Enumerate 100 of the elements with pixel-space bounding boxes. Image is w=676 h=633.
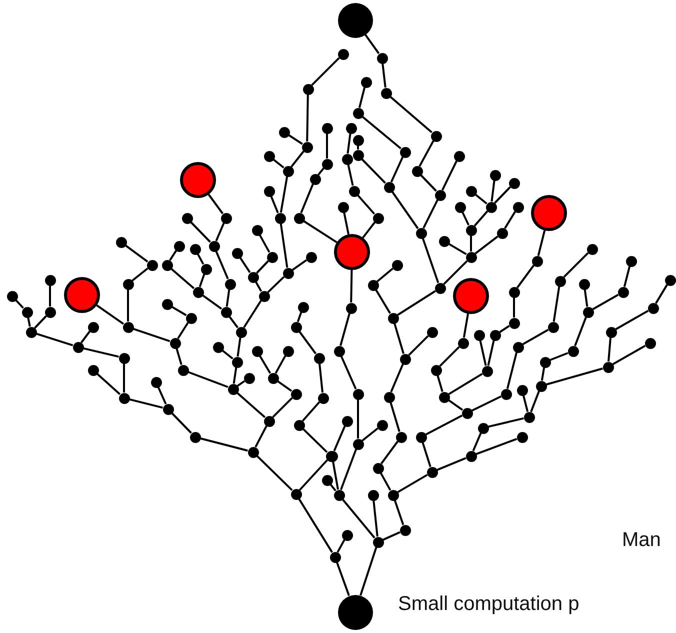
connector-line xyxy=(298,498,333,553)
dot xyxy=(338,202,348,212)
dot xyxy=(220,212,232,224)
connector-line xyxy=(390,402,400,432)
dot xyxy=(334,490,344,500)
connector-line xyxy=(123,364,125,392)
dot xyxy=(352,388,364,400)
dot xyxy=(626,256,636,266)
dot xyxy=(516,432,528,442)
dot xyxy=(392,260,402,270)
connector-line xyxy=(292,259,308,271)
connector-line xyxy=(298,459,328,491)
connector-line xyxy=(280,176,288,213)
connector-line xyxy=(476,438,518,456)
dot xyxy=(466,224,476,236)
connector-line xyxy=(296,312,302,322)
dot xyxy=(482,366,492,376)
dot xyxy=(360,76,372,88)
connector-line xyxy=(418,140,434,167)
dot xyxy=(412,166,422,176)
dot xyxy=(466,450,476,462)
connector-line xyxy=(612,344,646,366)
dot xyxy=(376,420,388,430)
connector-line xyxy=(390,156,404,182)
connector-line xyxy=(256,455,293,491)
connector-line xyxy=(27,317,31,327)
connector-line xyxy=(215,222,225,242)
dot xyxy=(466,252,476,262)
dot xyxy=(22,306,32,318)
dot xyxy=(264,150,274,162)
connector-line xyxy=(171,306,187,316)
dot xyxy=(162,404,174,414)
dot xyxy=(290,388,302,400)
dot xyxy=(384,392,394,402)
connector-line xyxy=(382,63,386,88)
dot xyxy=(294,212,304,224)
connector-line xyxy=(397,474,428,494)
dot xyxy=(400,354,410,364)
dot xyxy=(88,322,98,332)
connector-line xyxy=(276,380,292,392)
dot xyxy=(282,268,294,278)
dot xyxy=(516,384,528,396)
dot xyxy=(512,342,524,352)
dot xyxy=(290,488,302,500)
connector-line xyxy=(333,426,346,452)
connector-line xyxy=(340,356,357,390)
connector-line xyxy=(124,244,148,262)
dot xyxy=(532,256,542,266)
dot xyxy=(474,330,484,340)
connector-line xyxy=(267,276,285,293)
connector-line xyxy=(80,330,90,344)
dot xyxy=(248,446,258,458)
connector-line xyxy=(361,158,386,184)
highlighted-node xyxy=(334,234,370,270)
dot xyxy=(384,182,394,192)
dot xyxy=(434,282,446,294)
connector-line xyxy=(623,266,631,287)
connector-line xyxy=(340,448,358,490)
dot xyxy=(252,346,262,356)
dot xyxy=(644,338,656,348)
dot xyxy=(310,174,320,184)
dot xyxy=(252,224,262,236)
connector-line xyxy=(422,442,432,468)
connector-line xyxy=(34,315,47,329)
dot xyxy=(274,212,286,224)
connector-line xyxy=(272,158,284,168)
dot xyxy=(400,146,410,158)
connector-line xyxy=(397,290,436,316)
dot xyxy=(602,362,614,372)
dot xyxy=(162,260,172,270)
dot xyxy=(434,190,446,200)
connector-line xyxy=(375,289,391,314)
dot xyxy=(586,244,598,254)
annotation-text: Small computation p xyxy=(398,592,580,616)
dot xyxy=(236,326,246,338)
dot xyxy=(430,364,442,376)
connector-line xyxy=(171,412,192,434)
connector-line xyxy=(336,539,346,553)
dot xyxy=(162,298,172,310)
connector-line xyxy=(157,386,167,404)
connector-line xyxy=(196,253,204,265)
dot xyxy=(244,372,254,384)
connector-line xyxy=(318,363,324,393)
connector-line xyxy=(236,337,242,357)
dot xyxy=(294,420,304,430)
connector-line xyxy=(298,330,316,354)
dot xyxy=(268,372,278,384)
connector-line xyxy=(177,322,189,339)
connector-line xyxy=(394,500,404,526)
connector-line xyxy=(563,252,589,278)
connector-line xyxy=(592,294,619,310)
dot xyxy=(150,376,162,388)
dot xyxy=(500,388,512,400)
connector-line xyxy=(190,221,211,243)
dot xyxy=(118,392,130,404)
connector-line xyxy=(200,437,248,452)
connector-line xyxy=(303,220,338,244)
dot xyxy=(466,186,476,196)
connector-line xyxy=(169,250,177,261)
connector-line xyxy=(436,457,466,471)
